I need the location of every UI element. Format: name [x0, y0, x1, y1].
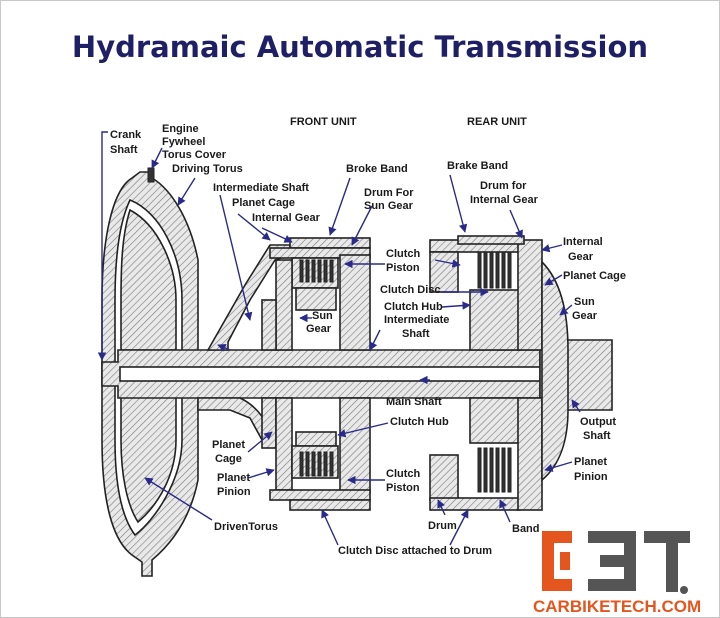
label-output: Output [580, 416, 616, 428]
labels: Crank Shaft Engine Fywheel Torus Cover D… [110, 123, 626, 557]
label-drum-for-rear: Drum for [480, 180, 527, 192]
carbiketech-logo: CARBIKETECH.COM [533, 531, 701, 616]
front-clutch-plates-upper [299, 259, 334, 283]
logo-t-dot [680, 586, 688, 594]
label-crank-shaft: Shaft [110, 144, 138, 156]
label-intermediate: Intermediate [384, 314, 449, 326]
leader-arrows [97, 131, 581, 546]
label-sun-rear: Sun [574, 296, 595, 308]
label-clutch-hub-top: Clutch Hub [384, 301, 443, 313]
label-internal-gear-drum: Internal Gear [470, 194, 539, 206]
label-drum: Drum [428, 520, 457, 532]
label-torus-cover: Torus Cover [162, 149, 227, 161]
rear-unit-header: REAR UNIT [467, 116, 527, 128]
label-gear-sun-rear: Gear [572, 310, 598, 322]
label-clutch-hub-bottom: Clutch Hub [390, 416, 449, 428]
logo-text: CARBIKETECH.COM [533, 597, 701, 616]
label-piston-top: Piston [386, 262, 420, 274]
front-unit-upper [206, 237, 371, 351]
label-intermediate-shaft-2: Shaft [402, 328, 430, 340]
rear-clutch-plates-upper [477, 251, 512, 289]
label-internal-gear-front: Internal Gear [252, 212, 321, 224]
label-gear-rear: Gear [568, 251, 594, 263]
label-main-shaft: Main Shaft [386, 396, 442, 408]
label-cage-bottom: Cage [215, 453, 242, 465]
label-piston-bottom: Piston [386, 482, 420, 494]
label-driving-torus: Driving Torus [172, 163, 243, 175]
label-engine: Engine [162, 123, 199, 135]
label-planet-pinion: Planet [217, 472, 250, 484]
label-sun-front: Sun [312, 310, 333, 322]
label-planet-cage-front: Planet Cage [232, 197, 295, 209]
label-driven-torus: DrivenTorus [214, 521, 278, 533]
label-band: Band [512, 523, 540, 535]
logo-c-notch [560, 552, 570, 570]
label-output-shaft: Shaft [583, 430, 611, 442]
label-flywheel: Fywheel [162, 136, 205, 148]
label-planet-cage-rear: Planet Cage [563, 270, 626, 282]
label-planet-rear: Planet [574, 456, 607, 468]
front-clutch-plates-lower [299, 451, 334, 477]
label-broke-band: Broke Band [346, 163, 408, 175]
page-title: Hydramaic Automatic Transmission [71, 30, 649, 64]
label-intermediate-shaft: Intermediate Shaft [213, 182, 309, 194]
front-unit-header: FRONT UNIT [290, 116, 357, 128]
label-clutch-disc-drum: Clutch Disc attached to Drum [338, 545, 492, 557]
label-drum-for: Drum For [364, 187, 414, 199]
label-pinion: Pinion [217, 486, 251, 498]
label-sun-gear-drum: Sun Gear [364, 200, 414, 212]
label-crank: Crank [110, 129, 142, 141]
rear-unit [429, 235, 569, 511]
label-internal-rear: Internal [563, 236, 603, 248]
label-clutch-top: Clutch [386, 248, 421, 260]
label-clutch-disc: Clutch Disc [380, 284, 441, 296]
label-clutch-bottom: Clutch [386, 468, 421, 480]
front-unit-lower [197, 397, 371, 511]
rear-clutch-plates-lower [477, 447, 512, 493]
label-gear-front: Gear [306, 323, 332, 335]
label-planet-bottom: Planet [212, 439, 245, 451]
label-pinion-rear: Pinion [574, 471, 608, 483]
label-brake-band: Brake Band [447, 160, 508, 172]
